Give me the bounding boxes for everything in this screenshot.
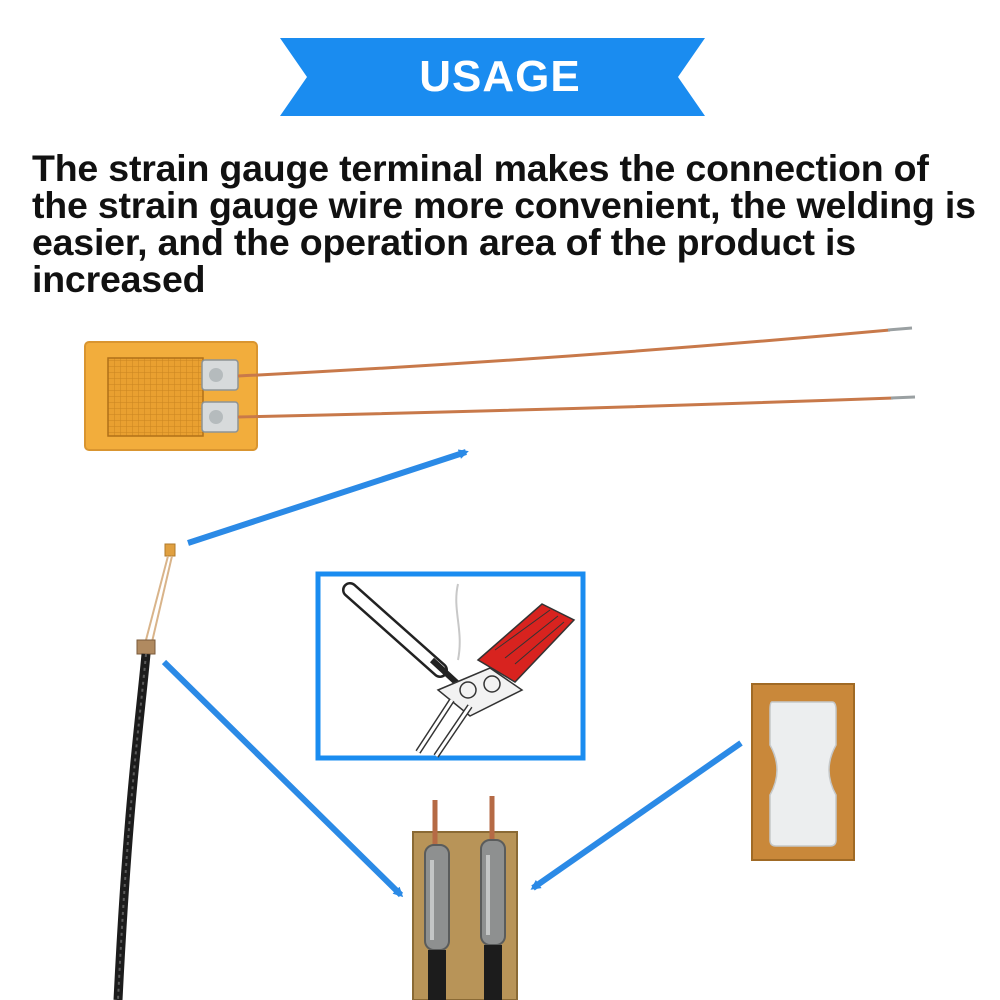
cable-gauge-photo xyxy=(113,543,176,1000)
usage-ribbon xyxy=(280,38,705,116)
soldered-terminal-photo xyxy=(412,796,518,1000)
usage-title: USAGE xyxy=(419,52,581,101)
terminal-pad-photo xyxy=(751,683,855,861)
arrow-icon xyxy=(161,449,743,898)
strain-gauge-photo xyxy=(84,326,916,451)
soldering-diagram xyxy=(315,571,586,761)
usage-description: The strain gauge terminal makes the conn… xyxy=(32,147,976,300)
